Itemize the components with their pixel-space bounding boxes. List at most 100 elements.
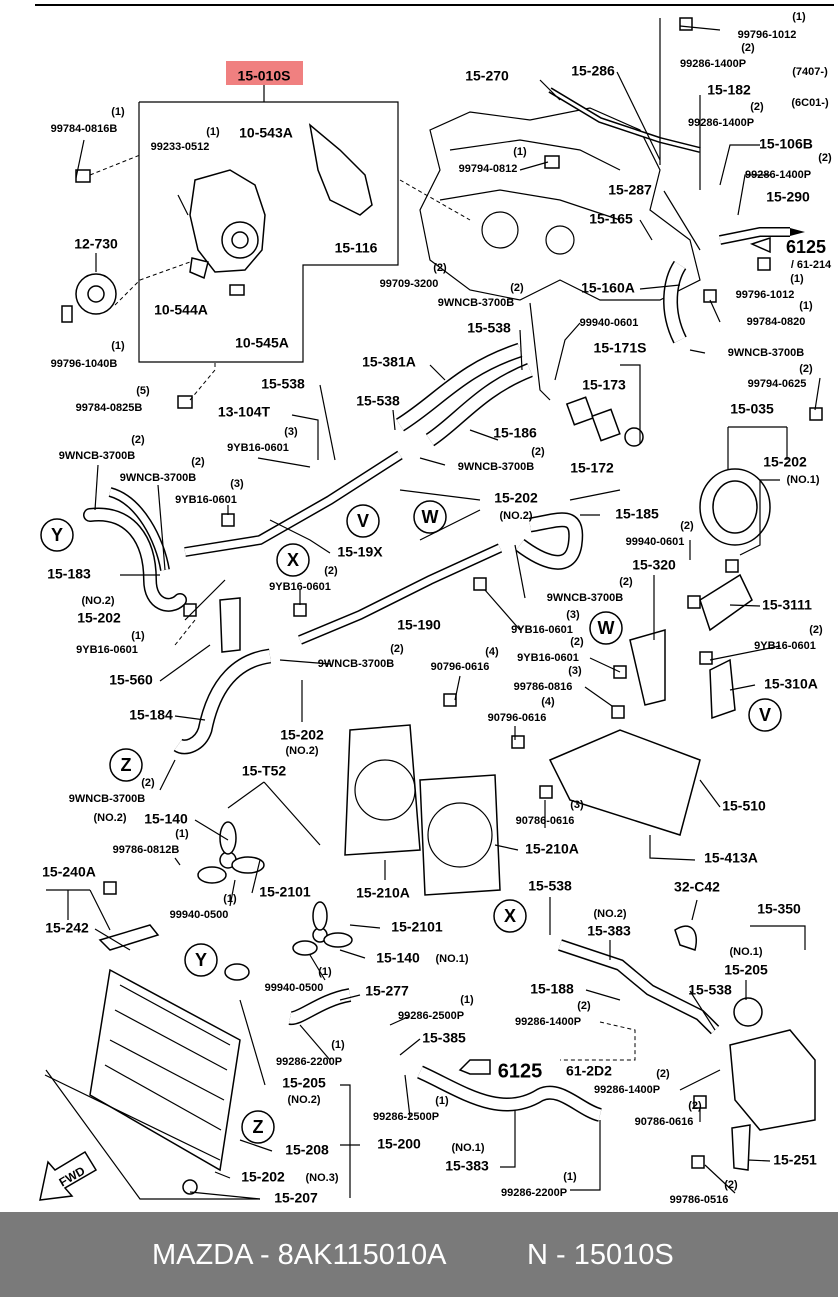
part-label: 99233-0512 — [151, 141, 210, 153]
callout-letter: Z — [253, 1117, 264, 1137]
part-label: 9WNCB-3700B — [438, 297, 514, 309]
part-label: (2) — [570, 636, 584, 648]
part-label: (1) — [206, 126, 220, 138]
part-label: (2) — [510, 282, 524, 294]
callout-circle — [346, 504, 380, 538]
part-label: 99786-0516 — [670, 1194, 729, 1206]
part-label: (4) — [541, 696, 555, 708]
part-label: 13-104T — [218, 404, 271, 420]
callout-marker: Y — [184, 943, 218, 977]
part-label: 99940-0500 — [265, 982, 324, 994]
callout-circle — [413, 500, 447, 534]
part-label: (NO.1) — [452, 1142, 485, 1154]
part-label: (NO.1) — [730, 946, 763, 958]
part-label: 99286-1400P — [680, 58, 746, 70]
part-label: 99940-0601 — [626, 536, 685, 548]
callout-circle — [748, 698, 782, 732]
part-label: 15-538 — [688, 982, 732, 998]
callout-marker: X — [276, 543, 310, 577]
part-label: 12-730 — [74, 236, 118, 252]
part-label: 15-205 — [282, 1075, 326, 1091]
part-label: 15-202 — [241, 1169, 285, 1185]
water-pump-frame — [138, 101, 399, 363]
part-label: 9WNCB-3700B — [318, 658, 394, 670]
part-label: (2) — [433, 262, 447, 274]
part-label: 32-C42 — [674, 879, 720, 895]
callout-marker: Z — [109, 748, 143, 782]
cooling-system-diagram: FWD 15-010S(1)99784-0816B(1)99233-051210… — [35, 4, 834, 1206]
part-label: 15-172 — [570, 460, 614, 476]
callout-letter: Z — [121, 755, 132, 775]
part-label: 15-290 — [766, 189, 810, 205]
part-label: 15-202 — [763, 454, 807, 470]
callout-circle — [40, 518, 74, 552]
part-label: 15-T52 — [242, 763, 287, 779]
part-label: 99796-1012 — [736, 289, 795, 301]
part-label: 9WNCB-3700B — [59, 450, 135, 462]
part-label: (NO.2) — [286, 745, 319, 757]
callout-marker: V — [346, 504, 380, 538]
flow-arrow-icon — [790, 228, 805, 236]
part-label: 15-270 — [465, 68, 509, 84]
part-label: (2) — [324, 565, 338, 577]
part-label: 99286-2500P — [373, 1111, 439, 1123]
ref-arrow-icon — [749, 236, 771, 254]
part-label: (2) — [724, 1179, 738, 1191]
part-label: 15-413A — [704, 850, 758, 866]
part-label: (2) — [809, 624, 823, 636]
part-label: (NO.3) — [306, 1172, 339, 1184]
callout-letter: X — [504, 906, 516, 926]
part-label: 90786-0616 — [516, 815, 575, 827]
part-label: 6125 — [498, 1060, 543, 1082]
part-label: 15-140 — [376, 950, 420, 966]
callout-letter: X — [287, 550, 299, 570]
part-label: (4) — [485, 646, 499, 658]
part-labels: 15-010S(1)99784-0816B(1)99233-051210-543… — [42, 11, 832, 1206]
part-label: 15-538 — [528, 878, 572, 894]
part-label: 15-207 — [274, 1190, 318, 1206]
part-label: 15-538 — [467, 320, 511, 336]
part-label: 9YB16-0601 — [76, 644, 138, 656]
highlight-box — [226, 61, 303, 85]
part-label: 99940-0601 — [580, 317, 639, 329]
part-label: (2) — [750, 101, 764, 113]
part-label: 15-182 — [707, 82, 751, 98]
part-label: 10-543A — [239, 125, 293, 141]
part-label: (2) — [656, 1068, 670, 1080]
part-label: 15-185 — [615, 506, 659, 522]
part-label: 15-19X — [337, 544, 383, 560]
metal-pipes — [184, 450, 503, 645]
part-label: 15-210A — [525, 841, 579, 857]
part-label: 15-538 — [261, 376, 305, 392]
part-label: 99784-0816B — [51, 123, 118, 135]
part-label: 99796-1040B — [51, 358, 118, 370]
callout-circle — [493, 899, 527, 933]
part-label: 9YB16-0601 — [175, 494, 237, 506]
part-label: 99286-1400P — [594, 1084, 660, 1096]
part-label: (1) — [792, 11, 806, 23]
part-label: 15-186 — [493, 425, 537, 441]
part-label: 15-183 — [47, 566, 91, 582]
part-label: 15-202 — [280, 727, 324, 743]
part-label: 15-251 — [773, 1152, 817, 1168]
part-label: (5) — [136, 385, 150, 397]
part-label: (2) — [818, 152, 832, 164]
part-label: 9WNCB-3700B — [120, 472, 196, 484]
part-label: 15-116 — [335, 240, 378, 256]
footer-reference-number: N - 15010S — [527, 1239, 674, 1271]
radiator-bracket — [98, 924, 160, 951]
part-label: 90796-0616 — [431, 661, 490, 673]
part-label: 10-544A — [154, 302, 208, 318]
part-label: 15-381A — [362, 354, 416, 370]
part-label: 15-106B — [759, 136, 813, 152]
part-label: (3) — [230, 478, 244, 490]
part-label: (2) — [390, 643, 404, 655]
part-label: (1) — [513, 146, 527, 158]
part-label: 15-277 — [365, 983, 409, 999]
part-label: (1) — [790, 273, 804, 285]
callout-circle — [241, 1110, 275, 1144]
part-label: 15-035 — [730, 401, 774, 417]
idler-pulley — [61, 253, 117, 323]
part-label: 15-202 — [77, 610, 121, 626]
